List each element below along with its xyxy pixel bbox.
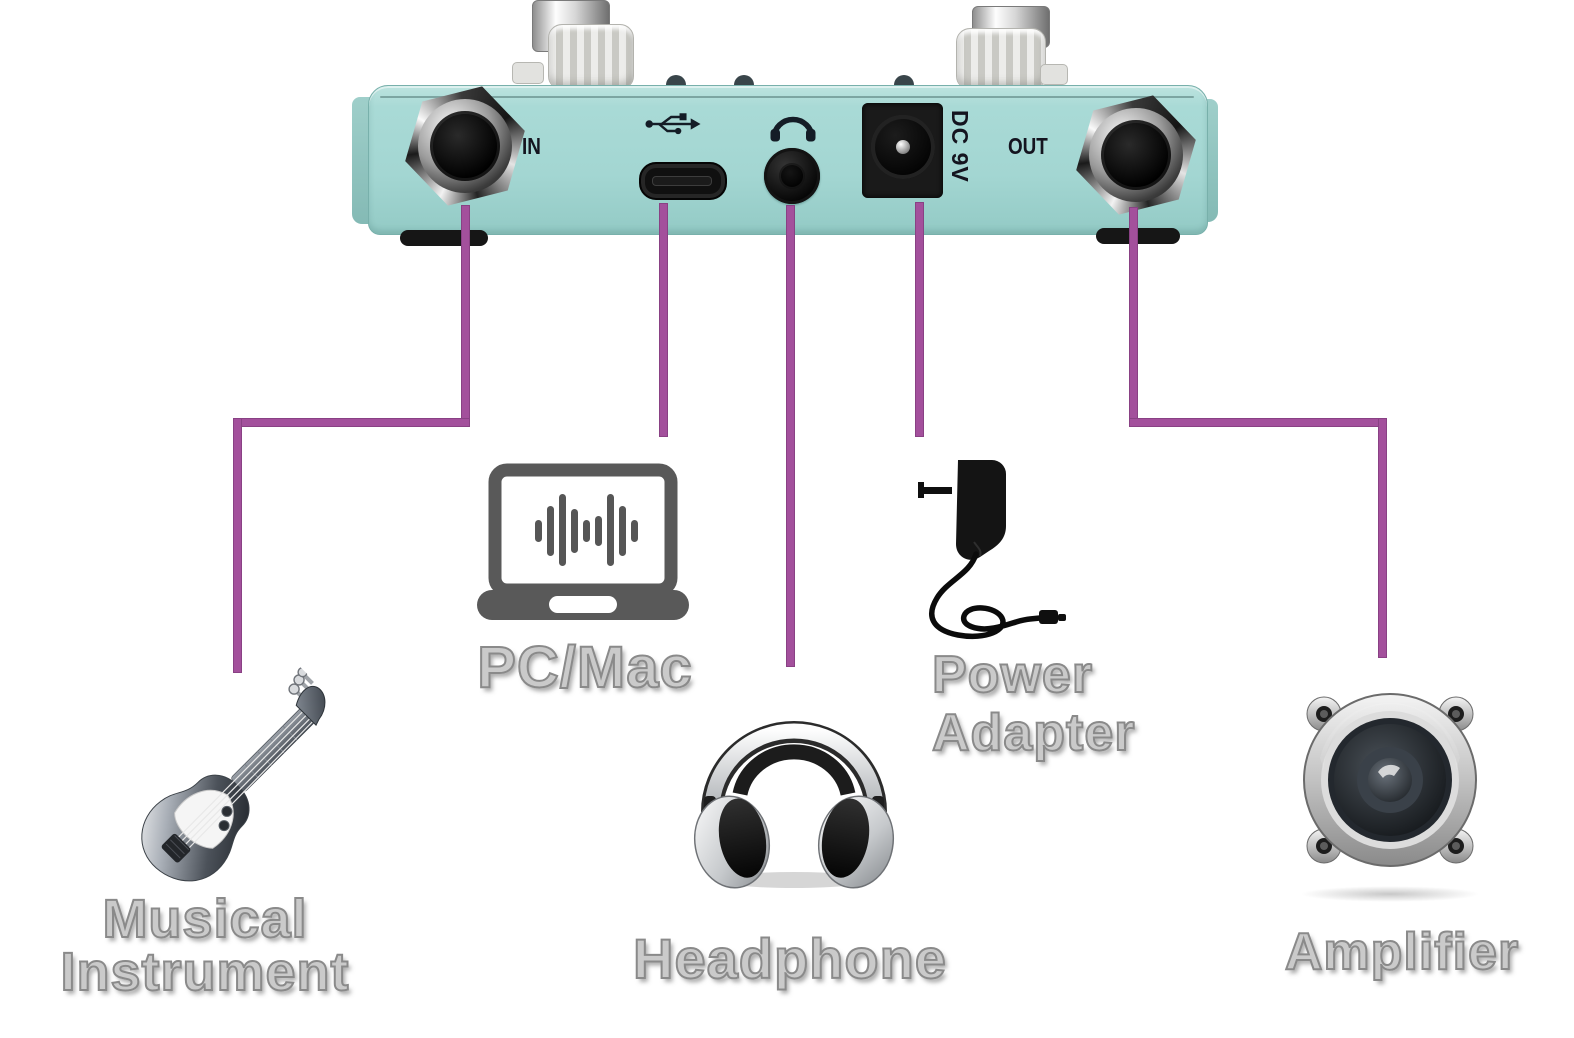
electric-guitar-icon [105,648,375,918]
wire-pcmac [659,203,668,437]
dc-pin [896,140,910,154]
wire-amplifier-v1 [1129,207,1138,427]
label-amplifier: Amplifier [1284,922,1520,982]
power-adapter-icon [918,460,1066,640]
headphones-icon [693,721,895,889]
headphone-jack [764,148,820,204]
wire-instrument-h [233,418,470,427]
dc-power-port [862,103,943,198]
left-knob [548,24,634,90]
panel-screw-bump [894,75,914,87]
usb-c-port [639,162,727,200]
wire-instrument-v1 [461,205,470,427]
wire-headphone [786,205,795,667]
usb-icon [645,113,701,135]
label-line: Power [931,645,1094,705]
label-musical-instrument: Musical Instrument [15,889,395,1002]
wire-power [915,202,924,437]
speaker-shadow [1300,886,1480,902]
dc-socket [871,115,935,179]
dc-label: DC 9V [947,110,973,183]
wire-instrument-v2 [233,418,242,673]
out-label: OUT [1008,133,1048,159]
label-line: Adapter [931,703,1136,763]
right-knob-tab [1040,64,1068,85]
pedal-foot [400,230,488,246]
input-jack [403,84,527,208]
laptop-audio-icon [477,463,689,620]
label-pc-mac: PC/Mac [476,634,693,701]
pedal-foot [1096,228,1180,244]
label-line: Instrument [59,942,350,1002]
wire-amplifier-v2 [1378,418,1387,658]
panel-screw-bump [666,75,686,87]
jack-bore [430,111,500,181]
in-label: IN [522,133,541,159]
wire-amplifier-h [1129,418,1387,427]
label-line: Musical [101,889,308,949]
panel-screw-bump [734,75,754,87]
headphone-icon [770,116,816,142]
speaker-icon [1303,693,1477,867]
left-knob-tab [512,62,544,84]
label-power-adapter: Power Adapter [931,645,1232,763]
label-headphone: Headphone [632,926,947,991]
jack-bore [1101,120,1171,190]
output-jack [1074,93,1198,217]
right-knob [956,28,1046,90]
pedal-top-edge [380,96,1194,98]
